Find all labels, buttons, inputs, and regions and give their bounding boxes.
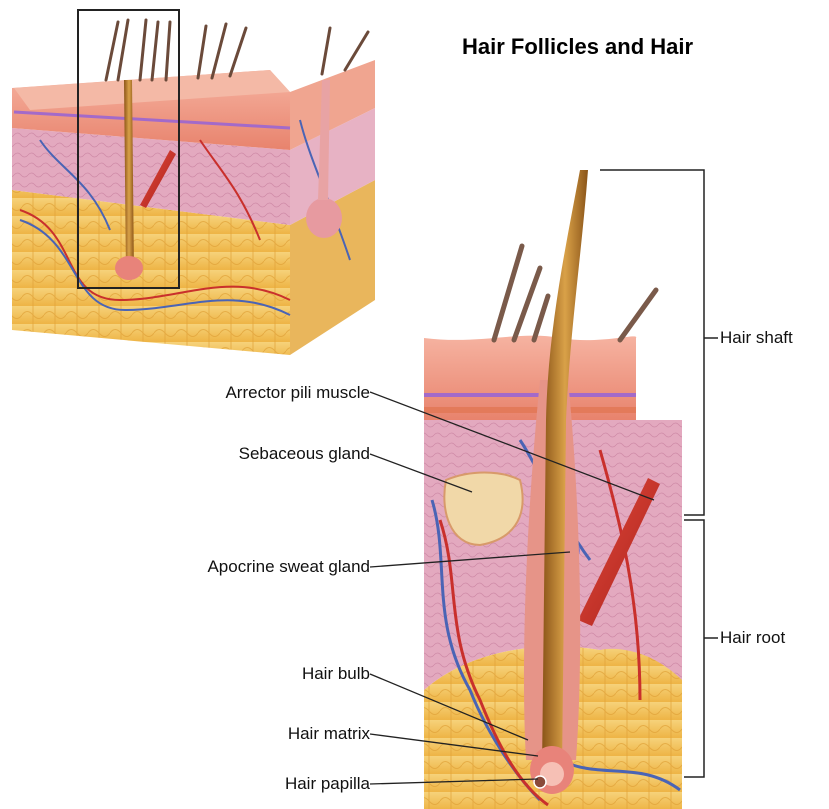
diagram-title: Hair Follicles and Hair: [462, 34, 693, 60]
label-hair-matrix: Hair matrix: [288, 724, 370, 744]
label-sebaceous-gland: Sebaceous gland: [239, 444, 370, 464]
label-hair-root: Hair root: [720, 628, 785, 648]
hair-root-bracket: [684, 520, 704, 777]
label-hair-shaft: Hair shaft: [720, 328, 793, 348]
label-apocrine-sweat-gland: Apocrine sweat gland: [207, 557, 370, 577]
overview-sweat-gland: [306, 198, 342, 238]
label-hair-bulb: Hair bulb: [302, 664, 370, 684]
detail-hair-papilla: [534, 776, 546, 788]
label-arrector-pili-muscle: Arrector pili muscle: [225, 383, 370, 403]
skin-overview-block: [12, 10, 375, 355]
overview-hair-bulb: [115, 256, 143, 280]
overview-hairs: [106, 20, 368, 80]
label-hair-papilla: Hair papilla: [285, 774, 370, 794]
